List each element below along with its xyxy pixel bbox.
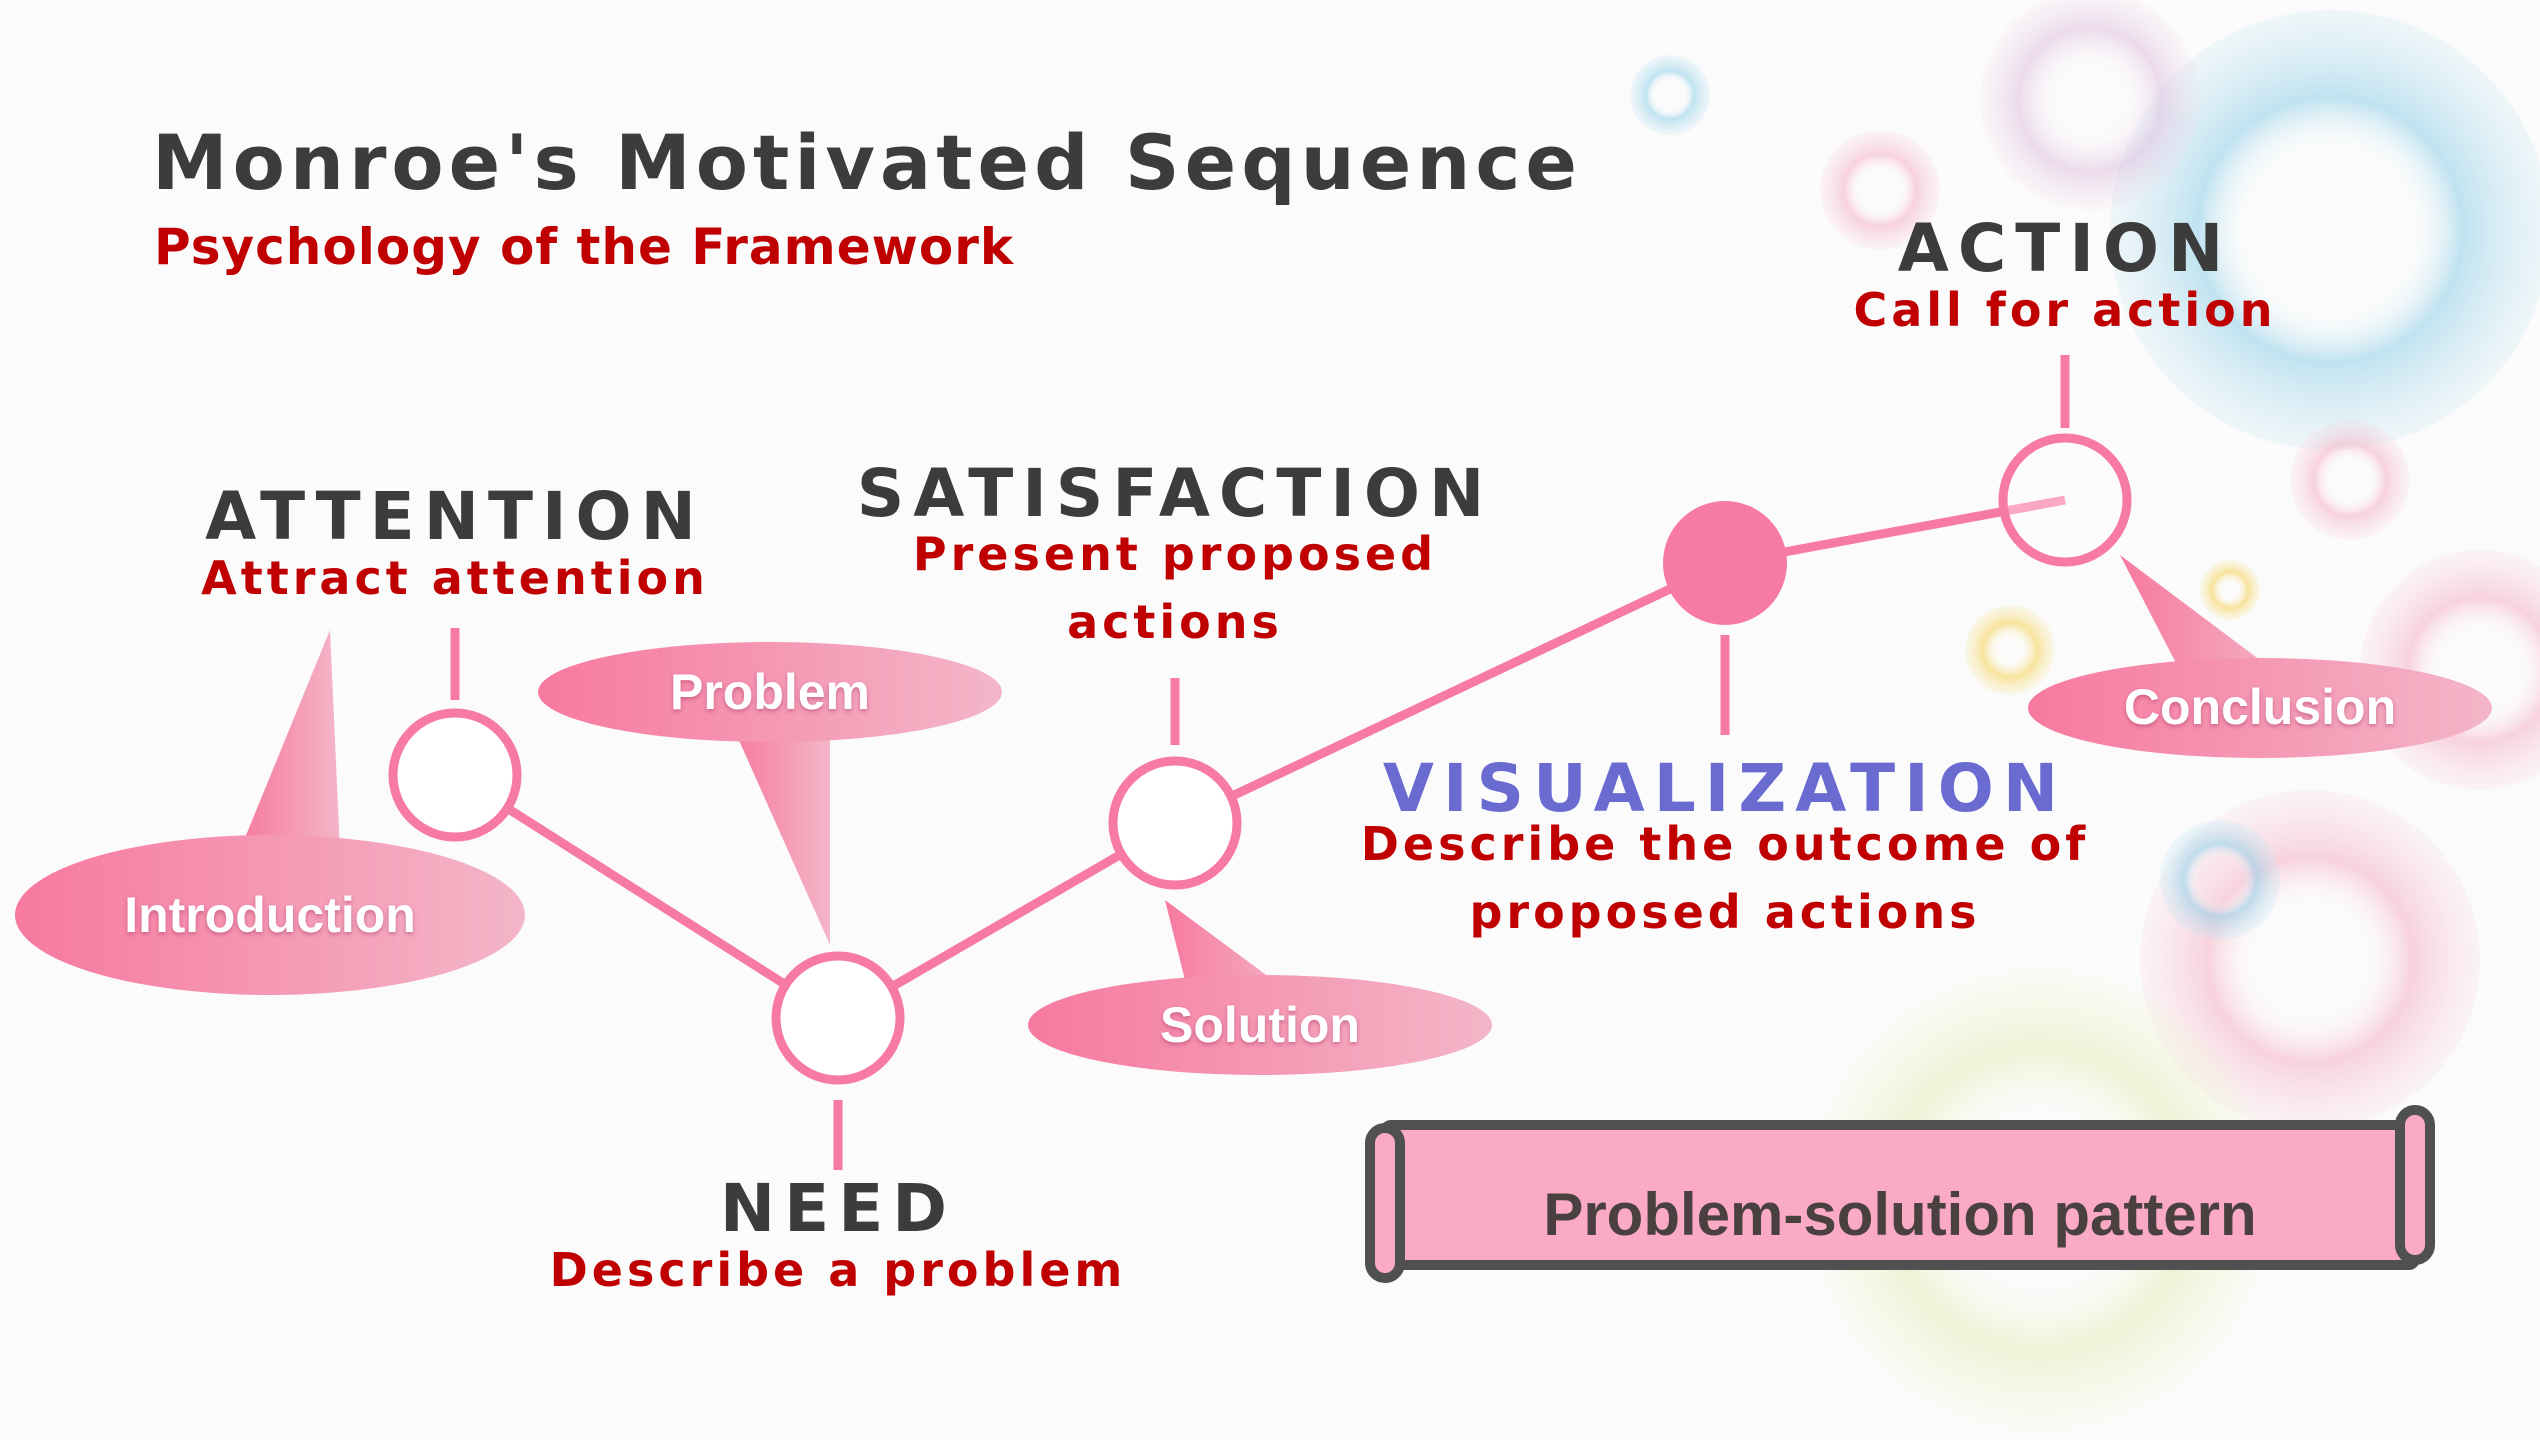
conclusion-label: Conclusion xyxy=(2123,679,2397,735)
conclusion-bubble xyxy=(2028,555,2492,758)
watercolor-blue-bottom-circle xyxy=(2160,820,2280,940)
problem-label: Problem xyxy=(669,664,871,720)
problem-solution-banner xyxy=(1365,1105,2435,1283)
problem-bubble xyxy=(538,642,1002,945)
watercolor-lilac-circle xyxy=(1980,0,2200,210)
watercolor-blue-circle xyxy=(2110,10,2540,450)
need-node xyxy=(771,951,905,1085)
banner-label: Problem-solution pattern xyxy=(1543,1181,2257,1248)
watercolor-pink-small-circle xyxy=(1820,130,1940,250)
need-description: Describe a problem xyxy=(549,1243,1127,1297)
attention-description: Attract attention xyxy=(201,551,709,605)
action-description: Call for action xyxy=(1853,283,2277,337)
satisfaction-node xyxy=(1108,756,1242,890)
attention-title: ATTENTION xyxy=(205,478,705,555)
page-subtitle: Psychology of the Framework xyxy=(154,218,1015,276)
solution-bubble xyxy=(1028,900,1492,1075)
action-title: ACTION xyxy=(1897,210,2233,287)
action-node xyxy=(1998,433,2132,567)
introduction-bubble xyxy=(15,630,525,995)
watercolor-pink-ring xyxy=(2290,420,2410,540)
visualization-description-line1: Describe the outcome of xyxy=(1360,817,2090,871)
satisfaction-title: SATISFACTION xyxy=(856,455,1494,532)
watercolor-yellow-ring xyxy=(1965,605,2055,695)
satisfaction-description-line1: Present proposed xyxy=(912,527,1438,581)
visualization-description-line2: proposed actions xyxy=(1469,885,1981,939)
introduction-label: Introduction xyxy=(124,887,416,943)
visualization-node xyxy=(1663,501,1787,625)
solution-label: Solution xyxy=(1160,997,1360,1053)
watercolor-yellow-small-ring xyxy=(2200,560,2260,620)
need-title: NEED xyxy=(719,1170,957,1247)
watercolor-blue-small-circle xyxy=(1630,55,1710,135)
satisfaction-description-line2: actions xyxy=(1067,595,1283,649)
visualization-title: VISUALIZATION xyxy=(1382,750,2068,827)
attention-node xyxy=(388,708,522,842)
page-title: Monroe's Motivated Sequence xyxy=(152,118,1582,207)
